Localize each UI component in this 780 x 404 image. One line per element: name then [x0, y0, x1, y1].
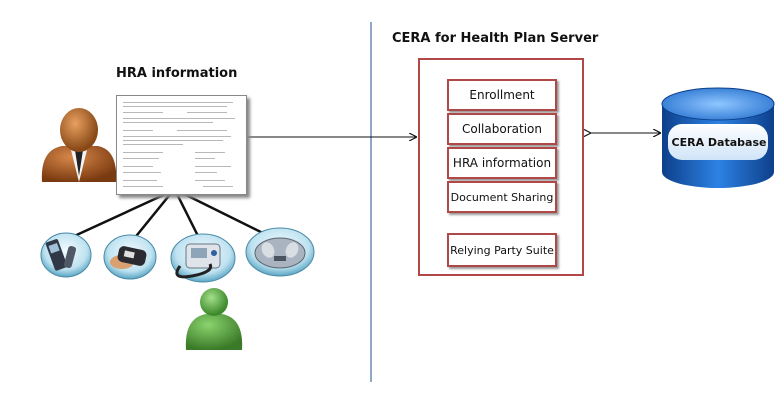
glucose-meter-icon [40, 232, 92, 278]
service-hra-information: HRA information [447, 147, 557, 179]
relying-party-suite: Relying Party Suite [447, 233, 557, 267]
blood-pressure-monitor-icon [170, 233, 236, 283]
device-connector-lines [69, 190, 274, 241]
service-document-sharing: Document Sharing [447, 181, 557, 213]
service-collaboration: Collaboration [447, 113, 557, 145]
hra-form-document-icon [116, 95, 247, 195]
server-section-title: CERA for Health Plan Server [392, 31, 599, 46]
weight-scale-icon [245, 227, 315, 277]
hra-section-title: HRA information [116, 66, 238, 81]
database-label: CERA Database [671, 136, 767, 149]
service-enrollment: Enrollment [447, 79, 557, 111]
section-divider [370, 22, 372, 382]
pulse-oximeter-icon [103, 234, 157, 280]
